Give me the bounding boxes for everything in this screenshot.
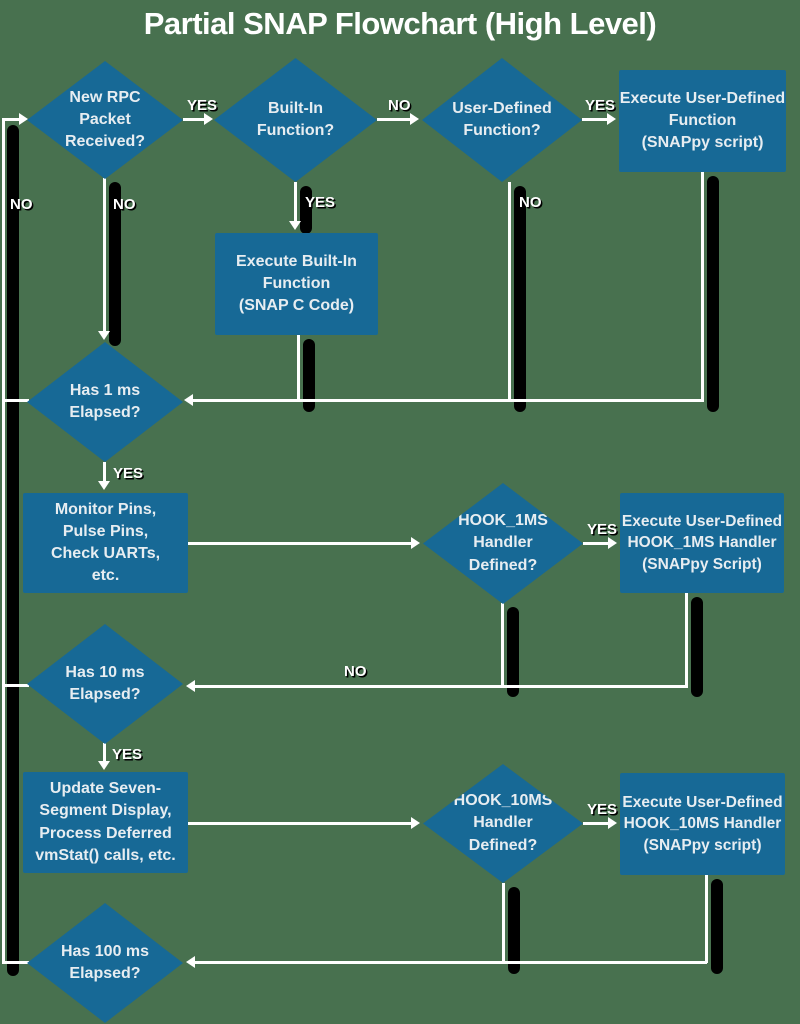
edge-exec-hook1ms-shadow: [691, 597, 703, 697]
edge-hook1ms-no-shadow: [507, 607, 519, 697]
edge-hook10ms-no-shadow: [508, 887, 520, 974]
decision-has-100ms-label: Has 100 ms Elapsed?: [60, 942, 150, 982]
arrowhead-into-has1ms: [98, 331, 110, 340]
arrowhead-into-new-rpc: [19, 113, 28, 125]
edge-exec-userdefined-shadow: [707, 176, 719, 412]
return-line-100ms: [194, 961, 707, 964]
edge-builtin-no-line: [377, 118, 412, 121]
return-line-10ms: [194, 685, 688, 688]
decision-hook-1ms: HOOK_1MS Handler Defined?: [423, 483, 583, 604]
arrowhead-into-userdefined: [410, 113, 419, 125]
page-title: Partial SNAP Flowchart (High Level): [143, 6, 657, 41]
edge-userdefined-no-shadow: [514, 186, 526, 412]
edge-label-yes-builtin: YES: [305, 194, 336, 211]
rail-stub-10ms: [2, 684, 29, 687]
edge-exec-hook1ms-line: [685, 593, 688, 687]
arrowhead-into-monitor: [98, 481, 110, 490]
edge-hook1ms-yes-line: [583, 542, 610, 545]
edge-label-yes-has10ms: YES: [112, 746, 143, 763]
process-exec-user-defined-label: Execute User-Defined Function (SNAPpy sc…: [619, 89, 786, 152]
decision-new-rpc-label: New RPC Packet Received?: [64, 88, 146, 151]
edge-newrpc-no-shadow: [109, 182, 121, 346]
process-exec-hook-10ms-label: Execute User-Defined HOOK_10MS Handler (…: [622, 793, 783, 854]
edge-exec-builtin-line: [297, 335, 300, 401]
decision-has-1ms-label: Has 1 ms Elapsed?: [69, 381, 141, 421]
arrowhead-into-builtin: [204, 113, 213, 125]
decision-has-10ms: Has 10 ms Elapsed?: [27, 624, 183, 744]
edge-label-yes-userdefined: YES: [585, 97, 616, 114]
arrowhead-into-has10ms-right: [186, 680, 195, 692]
edge-label-no-newrpc: NO: [113, 196, 136, 213]
rail-stub-1ms: [2, 399, 29, 402]
edge-label-yes-has1ms: YES: [113, 465, 144, 482]
process-exec-hook-1ms-label: Execute User-Defined HOOK_1MS Handler (S…: [621, 512, 783, 573]
edge-update-to-hook10ms: [188, 822, 413, 825]
process-update-display: Update Seven- Segment Display, Process D…: [23, 772, 188, 873]
edge-has1ms-yes-line: [103, 462, 106, 483]
edge-userdefined-no-line: [508, 182, 511, 401]
edge-userdefined-yes-line: [582, 118, 609, 121]
arrowhead-into-has1ms-right: [184, 394, 193, 406]
decision-new-rpc: New RPC Packet Received?: [27, 61, 183, 179]
decision-hook-1ms-label: HOOK_1MS Handler Defined?: [458, 512, 548, 574]
edge-label-yes-hook10ms: YES: [587, 801, 618, 818]
edge-builtin-yes-shadow: [300, 186, 312, 234]
process-monitor-pins-label: Monitor Pins, Pulse Pins, Check UARTs, e…: [50, 500, 161, 585]
edge-builtin-yes-line: [294, 182, 297, 223]
process-monitor-pins: Monitor Pins, Pulse Pins, Check UARTs, e…: [23, 493, 188, 593]
edge-exec-hook10ms-line: [705, 875, 708, 963]
decision-user-defined: User-Defined Function?: [422, 58, 582, 182]
process-update-display-label: Update Seven- Segment Display, Process D…: [35, 780, 176, 864]
arrowhead-into-exec-hook1ms: [608, 537, 617, 549]
edge-exec-userdefined-line: [701, 172, 704, 401]
edge-exec-hook10ms-shadow: [711, 879, 723, 974]
edge-label-no-userdefined: NO: [519, 194, 542, 211]
decision-has-1ms: Has 1 ms Elapsed?: [27, 342, 183, 462]
no-rail-line: [2, 118, 5, 964]
edge-monitor-to-hook1ms: [188, 542, 413, 545]
edge-hook10ms-no-line: [502, 883, 505, 963]
decision-hook-10ms: HOOK_10MS Handler Defined?: [423, 764, 583, 883]
decision-hook-10ms-label: HOOK_10MS Handler Defined?: [453, 792, 553, 854]
arrowhead-into-exec-builtin: [289, 221, 301, 230]
process-exec-built-in-label: Execute Built-In Function (SNAP C Code): [236, 252, 357, 315]
edge-hook10ms-yes-line: [583, 822, 610, 825]
decision-built-in: Built-In Function?: [214, 58, 377, 182]
arrowhead-into-hook1ms: [411, 537, 420, 549]
process-exec-hook-1ms: Execute User-Defined HOOK_1MS Handler (S…: [620, 493, 784, 593]
arrowhead-into-has100ms-right: [186, 956, 195, 968]
edge-label-no-rail: NO: [10, 196, 33, 213]
decision-user-defined-label: User-Defined Function?: [452, 99, 552, 139]
return-line-1ms: [192, 399, 704, 402]
edge-hook1ms-no-line: [501, 603, 504, 687]
edge-newrpc-no-line: [103, 178, 106, 333]
edge-label-yes-newrpc: YES: [187, 97, 218, 114]
edge-label-no-builtin: NO: [388, 97, 411, 114]
process-exec-hook-10ms: Execute User-Defined HOOK_10MS Handler (…: [620, 773, 785, 875]
edge-label-no-return10ms: NO: [344, 663, 367, 680]
edge-newrpc-yes-line: [183, 118, 206, 121]
edge-has10ms-yes-line: [103, 743, 106, 763]
arrowhead-into-exec-hook10ms: [608, 817, 617, 829]
process-exec-built-in: Execute Built-In Function (SNAP C Code): [215, 233, 378, 335]
decision-built-in-label: Built-In Function?: [256, 99, 335, 139]
arrowhead-into-hook10ms: [411, 817, 420, 829]
rail-shadow: [7, 125, 19, 976]
decision-has-100ms: Has 100 ms Elapsed?: [27, 903, 183, 1023]
rail-top-elbow: [2, 118, 22, 121]
decision-has-10ms-label: Has 10 ms Elapsed?: [65, 663, 145, 703]
edge-label-yes-hook1ms: YES: [587, 521, 618, 538]
arrowhead-into-exec-userdefined: [607, 113, 616, 125]
rail-bottom-elbow: [2, 961, 29, 964]
edge-exec-builtin-shadow: [303, 339, 315, 412]
process-exec-user-defined: Execute User-Defined Function (SNAPpy sc…: [619, 70, 786, 172]
arrowhead-into-update: [98, 761, 110, 770]
